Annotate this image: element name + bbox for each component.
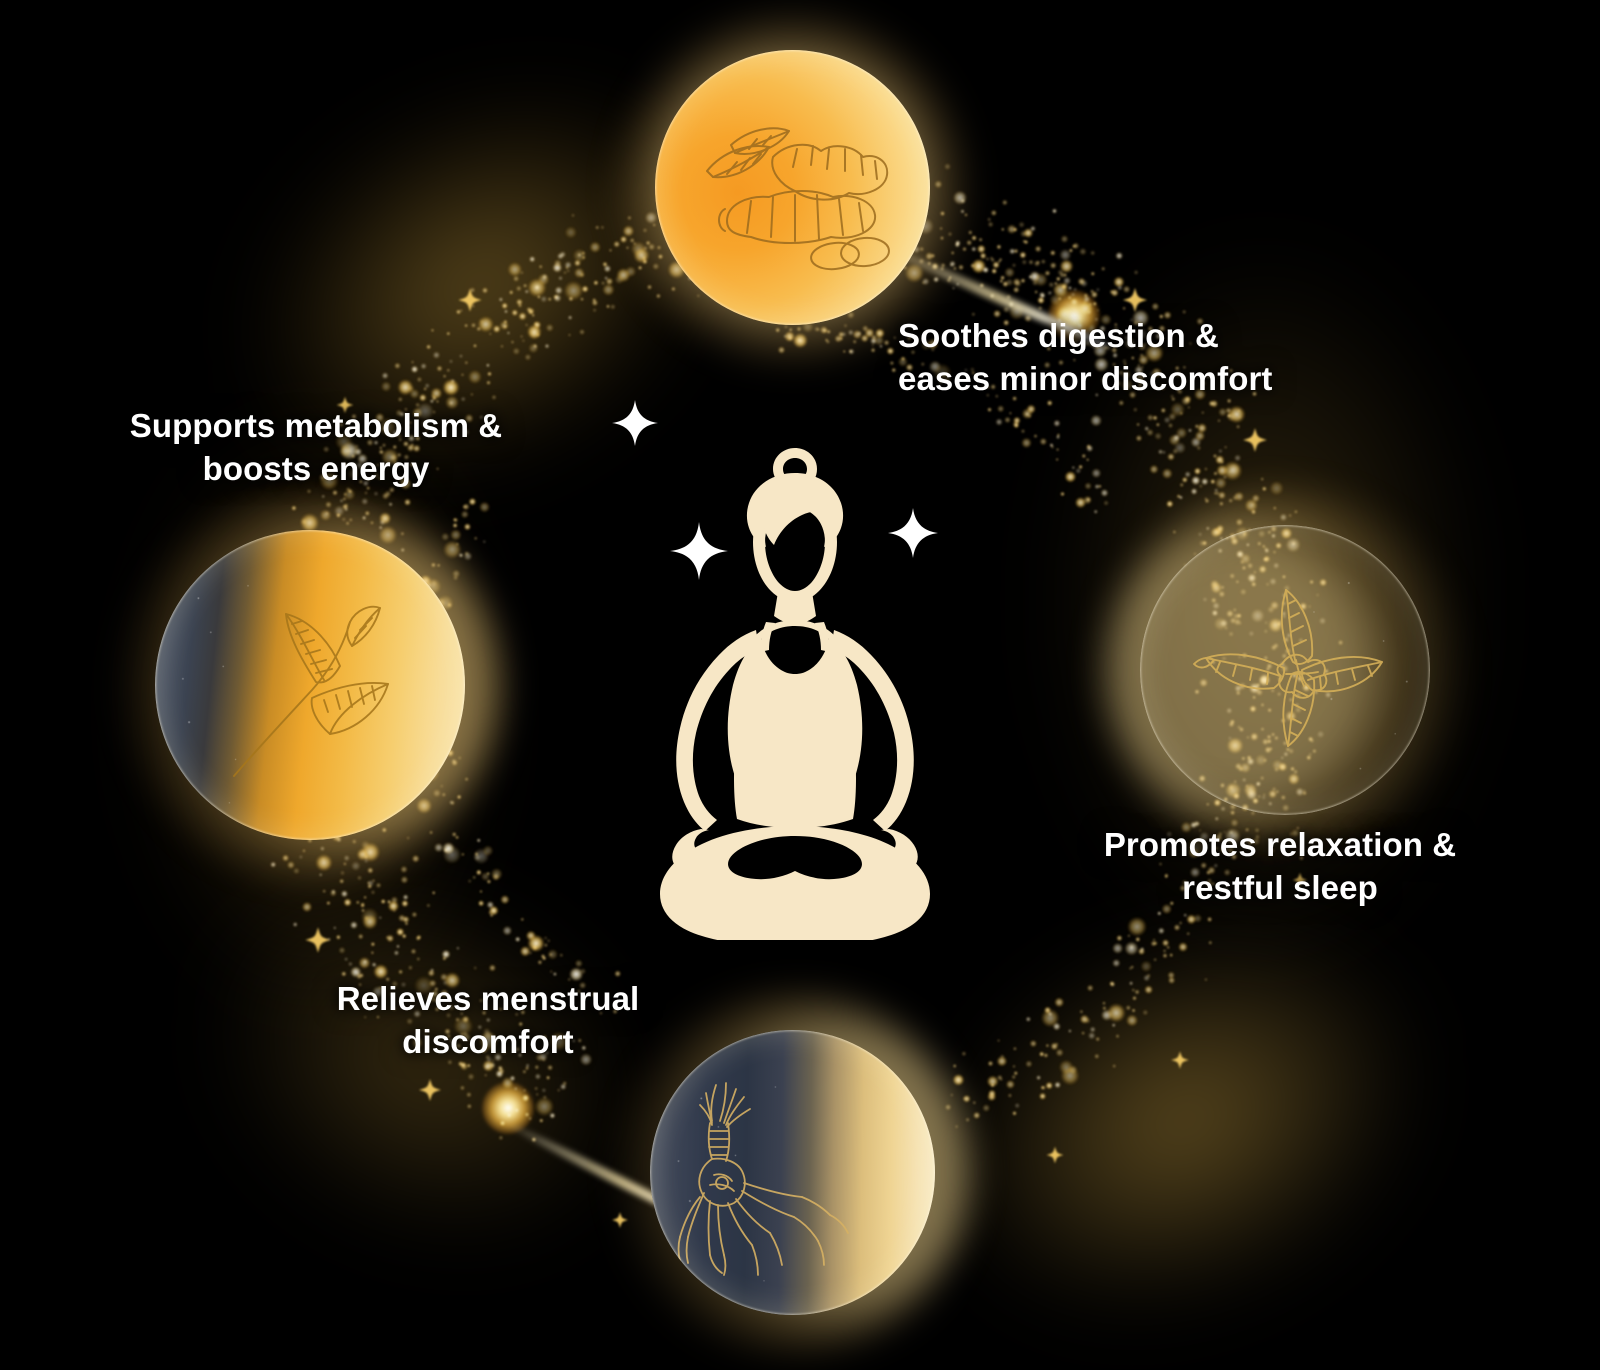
orb-star-speckles (650, 1030, 935, 1315)
meditating-woman-figure (560, 440, 1030, 947)
lotus-pose-silhouette (660, 448, 930, 947)
orb-rim (655, 50, 930, 325)
orb-body (155, 530, 465, 840)
comet-lower-left-head (482, 1082, 534, 1134)
orb-body (655, 50, 930, 325)
sparkle-icon-right-of-figure (888, 508, 938, 558)
sparkle-icon-top-left (612, 400, 658, 446)
tea-leaf-icon (161, 534, 465, 840)
benefit-label-relaxation: Promotes relaxation & restful sleep (1103, 826, 1457, 906)
ginger-root-icon (655, 50, 930, 325)
mint-leaf-icon (1148, 525, 1430, 813)
orb-rim (155, 530, 465, 840)
benefit-label-digestion: Soothes digestion & eases minor discomfo… (898, 317, 1273, 397)
benefit-label-menstrual: Relieves menstrual discomfort (336, 980, 640, 1060)
orb-rim (1140, 525, 1430, 815)
haze-bottom-right (899, 864, 1471, 1370)
orb-rim (650, 1030, 935, 1315)
orb-body (1140, 525, 1430, 815)
orb-mint-relaxation[interactable] (1106, 491, 1464, 849)
benefit-label-metabolism: Supports metabolism & boosts energy (129, 407, 503, 487)
ginseng-root-icon (650, 1036, 907, 1315)
orb-tea-leaf-metabolism[interactable] (121, 496, 499, 874)
sparkle-icon-left-of-figure (670, 522, 728, 580)
orb-body (650, 1030, 935, 1315)
orb-ginseng-menstrual[interactable] (616, 996, 969, 1349)
orb-ginger-digestion[interactable] (621, 16, 964, 359)
orb-glow (1106, 491, 1464, 849)
orb-star-speckles (1140, 525, 1430, 815)
orb-star-speckles (155, 530, 465, 840)
